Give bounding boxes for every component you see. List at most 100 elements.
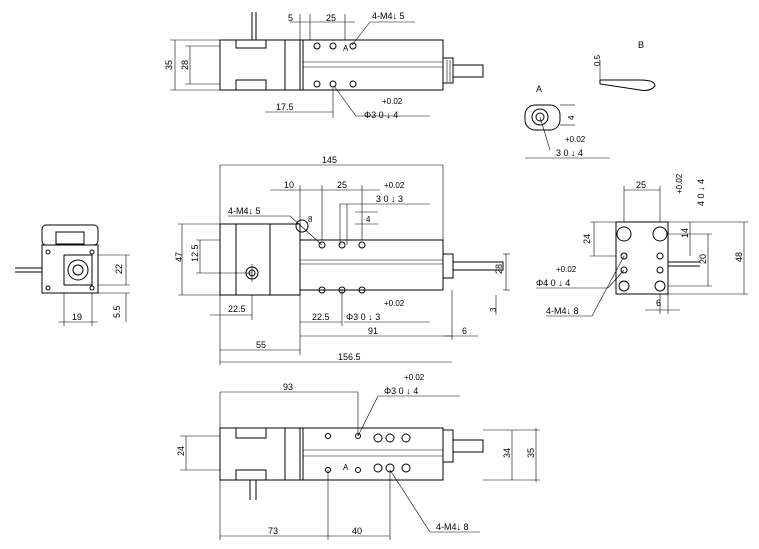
- tol-1: +0.02: [384, 181, 405, 190]
- detail-b-dim: 0.5: [593, 54, 602, 66]
- hole: [401, 463, 411, 473]
- detail-b-label: B: [638, 40, 644, 50]
- motor-cap: [235, 39, 267, 49]
- dim-28: 28: [494, 264, 504, 274]
- hole: [355, 467, 361, 473]
- detail-a-hole: 3 0 ↓ 4: [556, 148, 583, 158]
- dim-20: 20: [698, 254, 708, 264]
- label-a: A: [343, 44, 349, 53]
- dim-6: 6: [656, 298, 661, 308]
- tol: +0.02: [404, 373, 425, 382]
- detail-a-label: A: [536, 84, 542, 94]
- dim-25: 25: [337, 180, 347, 190]
- dim-22-5a: 22.5: [228, 304, 246, 314]
- callout-tap: 4-M4↓ 8: [436, 522, 469, 532]
- tol-2: +0.02: [556, 265, 577, 274]
- hole-2: Φ3 0 ↓ 3: [346, 312, 380, 322]
- shaft-housing: [63, 254, 93, 286]
- hole-spec: Φ3 0 ↓ 4: [364, 110, 398, 120]
- label-a: A: [343, 463, 349, 472]
- hole: [329, 42, 337, 50]
- dim-5: 5: [288, 13, 293, 23]
- slide-body: [302, 427, 444, 481]
- hole-top: 4 0 ↓ 4: [696, 179, 706, 206]
- hole-spec: Φ3 0 ↓ 4: [384, 386, 418, 396]
- dim-156-5: 156.5: [338, 352, 361, 362]
- hole: [401, 433, 411, 443]
- hole: [313, 80, 321, 88]
- dim-91: 91: [368, 326, 378, 336]
- dim-25: 25: [326, 13, 336, 23]
- dim-12-5: 12.5: [190, 244, 200, 262]
- a-profile: [524, 104, 561, 131]
- dim-35: 35: [164, 60, 174, 70]
- right-view: 25 +0.02 4 0 ↓ 4 24 14 20 48 +0.02 Φ4 0 …: [536, 173, 748, 317]
- dim-22-5b: 22.5: [312, 312, 330, 322]
- hole-1: 3 0 ↓ 3: [376, 194, 403, 204]
- hole: [656, 252, 664, 260]
- left-view: 22 5.5 19: [15, 224, 130, 326]
- callout-tap: 4-M4↓ 8: [546, 306, 579, 316]
- hole: [385, 433, 395, 443]
- hole: [620, 252, 628, 260]
- dim-19: 19: [72, 312, 82, 322]
- hole: [349, 42, 357, 50]
- hole: [358, 241, 366, 249]
- tol-top: +0.02: [675, 173, 684, 194]
- tolerance: +0.02: [382, 97, 403, 106]
- hole: [338, 241, 346, 249]
- detail-a-dim: 4: [567, 115, 576, 120]
- end-block: [615, 221, 669, 295]
- detail-circle: [295, 219, 309, 233]
- top-view: 5 25 4-M4↓ 5 35 28 17.5 +0.02 Φ3 0 ↓ 4 A: [164, 11, 484, 120]
- dim-73: 73: [268, 526, 278, 536]
- hole: [318, 241, 326, 249]
- dim-145: 145: [322, 155, 337, 165]
- tol-2: +0.02: [384, 299, 405, 308]
- connector: [442, 57, 454, 84]
- hole: [358, 286, 366, 294]
- dim-22: 22: [114, 264, 124, 274]
- motor-cap-bottom: [235, 79, 267, 91]
- dim-93: 93: [283, 382, 293, 392]
- hole: [620, 266, 628, 274]
- dim-24: 24: [176, 446, 186, 456]
- slide-body: [302, 39, 444, 91]
- dim-48: 48: [734, 252, 744, 262]
- hole: [373, 463, 383, 473]
- dim-5-5: 5.5: [112, 305, 122, 318]
- motor-block: [219, 427, 301, 481]
- callout-tap: 4-M4↓ 5: [228, 206, 261, 216]
- cable: [452, 439, 484, 453]
- hole: [313, 42, 321, 50]
- hole: [656, 266, 664, 274]
- dim-40: 40: [352, 526, 362, 536]
- front-view: 145 10 25 +0.02 3 0 ↓ 3 4-M4↓ 5 8 4 47 1…: [174, 155, 510, 365]
- hole-2: Φ4 0 ↓ 4: [536, 278, 570, 288]
- detail-b: B 0.5: [593, 40, 656, 91]
- hole: [329, 80, 337, 88]
- detail-a: A 4 +0.02 3 0 ↓ 4: [524, 84, 610, 159]
- dim-35: 35: [526, 448, 536, 458]
- dim-25: 25: [636, 180, 646, 190]
- dim-47: 47: [174, 252, 184, 262]
- dim-6: 6: [462, 326, 467, 336]
- connector: [442, 253, 454, 279]
- connector: [442, 429, 454, 463]
- dim-28: 28: [180, 60, 190, 70]
- detail-a-tol: +0.02: [565, 135, 586, 144]
- dim-10: 10: [284, 180, 294, 190]
- callout-tap: 4-M4↓ 5: [372, 11, 405, 21]
- dim-8: 8: [308, 215, 313, 224]
- dim-4: 4: [366, 215, 371, 224]
- hole: [325, 433, 331, 439]
- bottom-view: 93 +0.02 Φ3 0 ↓ 4 24 34 35 A 73 40 4-M4↓…: [176, 373, 540, 540]
- dim-24: 24: [582, 234, 592, 244]
- hole: [349, 80, 357, 88]
- cable: [452, 64, 484, 78]
- b-profile: [599, 79, 656, 91]
- dim-55: 55: [256, 340, 266, 350]
- dim-3: 3: [489, 307, 498, 312]
- motor-block: [219, 223, 301, 296]
